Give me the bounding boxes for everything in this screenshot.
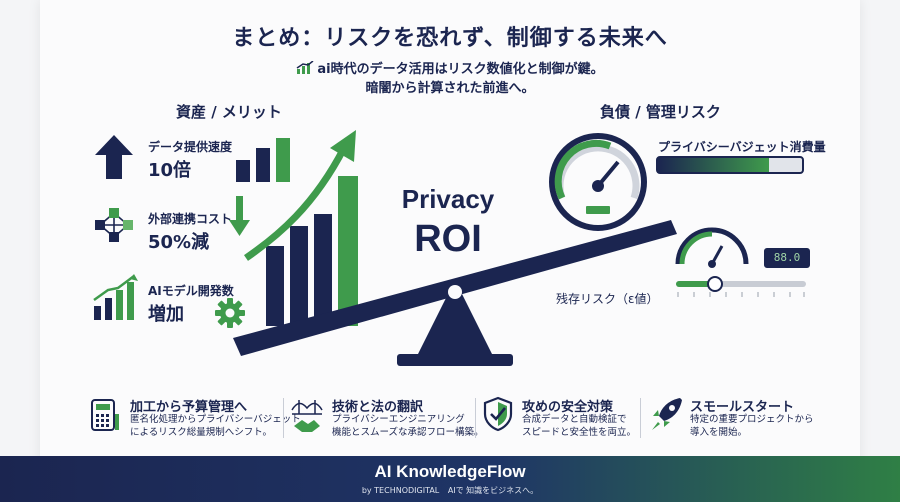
bottom-desc-4-line-1: 特定の重要プロジェクトから: [690, 414, 814, 425]
asset-label-2: 外部連携コスト: [148, 212, 233, 226]
residual-risk-fill: [676, 281, 715, 287]
asset-value-1: 10倍: [148, 160, 192, 181]
bottom-desc-4-line-2: 導入を開始。: [690, 426, 748, 438]
bottom-desc-2-line-2: 機能とスムーズな承認フロー構築。: [332, 426, 484, 438]
bottom-desc-3-line-2: スピードと安全性を両立。: [522, 426, 637, 438]
bottom-desc-2-line-1: プライバシーエンジニアリング: [332, 414, 465, 425]
subtitle-line-2: 暗闇から計算された前進へ。: [365, 81, 535, 96]
bridge-handshake-icon: [291, 400, 323, 432]
asset-label-3: AIモデル開発数: [148, 284, 234, 298]
residual-risk-slider: [676, 281, 806, 287]
liabilities-heading: 負債 / 管理リスク: [600, 103, 721, 121]
growth-bars-graphic: [229, 130, 358, 326]
seesaw-graphic: [233, 220, 677, 366]
small-growth-icon: [296, 60, 314, 74]
up-arrow-icon: [95, 135, 133, 179]
speedometer-icon: [549, 133, 647, 231]
budget-label: プライバシーバジェット消費量: [658, 140, 826, 154]
bottom-title-3: 攻めの安全対策: [522, 400, 614, 415]
rocket-icon: [652, 398, 682, 430]
growth-chart-icon: [93, 274, 138, 320]
small-gauge-icon: [675, 227, 749, 268]
bottom-title-1: 加工から予算管理へ: [130, 400, 248, 415]
asset-value-2: 50%減: [148, 232, 210, 253]
bottom-desc-1: 匿名化処理からプライバシーバジェット によるリスク総量規制へシフト。: [130, 414, 320, 440]
bottom-divider-1: [283, 398, 284, 438]
footer-tagline-row: by TECHNODIGITAL AIで 知識をビジネスへ。: [0, 485, 900, 496]
bottom-divider-3: [640, 398, 641, 438]
center-label-roi: ROI: [414, 218, 482, 260]
bottom-title-4: スモールスタート: [690, 400, 795, 415]
footer-tagline: AIで 知識をビジネスへ。: [447, 486, 539, 495]
page-title: まとめ：リスクを恐れず、制御する未来へ: [232, 26, 668, 51]
footer-bar: [0, 456, 900, 502]
bottom-desc-3: 合成データと自動検証で スピードと安全性を両立。: [522, 414, 712, 440]
budget-progress-bar: [656, 156, 804, 174]
residual-risk-knob: [707, 276, 723, 292]
bottom-title-2: 技術と法の翻訳: [332, 400, 424, 415]
network-cubes-icon: [95, 208, 133, 242]
gauge-readout: 88.0: [764, 248, 810, 268]
calculator-icon: [91, 399, 119, 431]
bottom-divider-2: [475, 398, 476, 438]
bottom-desc-4: 特定の重要プロジェクトから 導入を開始。: [690, 414, 840, 440]
infographic-card: [40, 0, 860, 502]
footer-brand: AI KnowledgeFlow: [374, 462, 526, 481]
footer-by: by TECHNODIGITAL: [361, 486, 440, 495]
asset-value-3: 増加: [148, 304, 184, 325]
slider-ticks: [677, 292, 805, 297]
center-label-privacy: Privacy: [401, 184, 495, 214]
gear-icon: [215, 298, 245, 328]
shield-check-icon: [483, 396, 513, 432]
asset-label-1: データ提供速度: [148, 140, 233, 154]
bottom-desc-1-line-2: によるリスク総量規制へシフト。: [130, 426, 273, 438]
bottom-desc-1-line-1: 匿名化処理からプライバシーバジェット: [130, 414, 301, 425]
bottom-desc-2: プライバシーエンジニアリング 機能とスムーズな承認フロー構築。: [332, 414, 522, 440]
subtitle-line-1: ai時代のデータ活用はリスク数値化と制御が鍵。: [0, 58, 900, 77]
bottom-desc-3-line-1: 合成データと自動検証で: [522, 414, 627, 425]
assets-heading: 資産 / メリット: [176, 103, 282, 121]
residual-label: 残存リスク（ε値）: [556, 292, 659, 306]
budget-progress-fill: [658, 158, 769, 172]
subtitle-text-1: ai時代のデータ活用はリスク数値化と制御が鍵。: [317, 62, 604, 77]
